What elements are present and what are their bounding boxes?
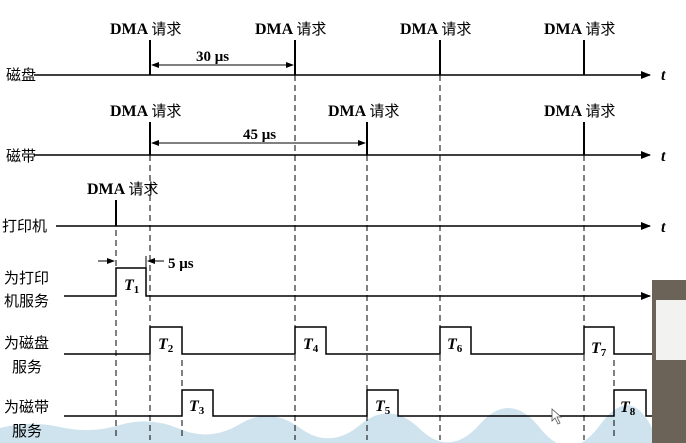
- row-label-serve-tape-1: 为磁带: [4, 398, 49, 416]
- tape-request-label-3: DMA 请求: [544, 102, 615, 120]
- label-T3: T3: [189, 398, 205, 417]
- row-label-disk: 磁盘: [6, 66, 36, 84]
- photo-highlight: [656, 300, 686, 360]
- row-label-serve-printer-1: 为打印: [4, 269, 49, 287]
- axis-t-disk: t: [661, 67, 666, 84]
- disk-request-label-1: DMA 请求: [110, 20, 181, 38]
- label-T2: T2: [158, 336, 174, 355]
- row-label-serve-tape-2: 服务: [12, 422, 42, 440]
- row-label-serve-printer-2: 机服务: [4, 292, 49, 310]
- disk-request-label-4: DMA 请求: [544, 20, 615, 38]
- label-T4: T4: [303, 336, 319, 355]
- label-T6: T6: [447, 336, 463, 355]
- serve-tape-waveform: [64, 390, 652, 416]
- serve-disk-waveform: [64, 327, 652, 354]
- label-T5: T5: [375, 398, 391, 417]
- row-label-serve-disk-2: 服务: [12, 358, 42, 376]
- tape-request-label-1: DMA 请求: [110, 102, 181, 120]
- printer-request-label: DMA 请求: [87, 180, 158, 198]
- row-label-printer: 打印机: [2, 217, 47, 235]
- disk-request-label-3: DMA 请求: [400, 20, 471, 38]
- row-label-serve-disk-1: 为磁盘: [4, 334, 49, 352]
- tape-request-label-2: DMA 请求: [328, 102, 399, 120]
- mouse-cursor-icon: [552, 409, 561, 424]
- disk-request-label-2: DMA 请求: [255, 20, 326, 38]
- axis-t-tape: t: [661, 148, 666, 165]
- printer-interval-label: 5 μs: [168, 256, 194, 272]
- tape-request-ticks: [150, 122, 584, 155]
- serve-printer-waveform: [64, 268, 650, 296]
- label-T1: T1: [124, 277, 139, 296]
- tape-interval-label: 45 μs: [243, 127, 276, 143]
- disk-interval-label: 30 μs: [196, 49, 229, 65]
- row-label-tape: 磁带: [6, 147, 36, 165]
- axis-t-printer: t: [661, 219, 666, 236]
- label-T8: T8: [620, 399, 636, 418]
- label-T7: T7: [591, 340, 607, 359]
